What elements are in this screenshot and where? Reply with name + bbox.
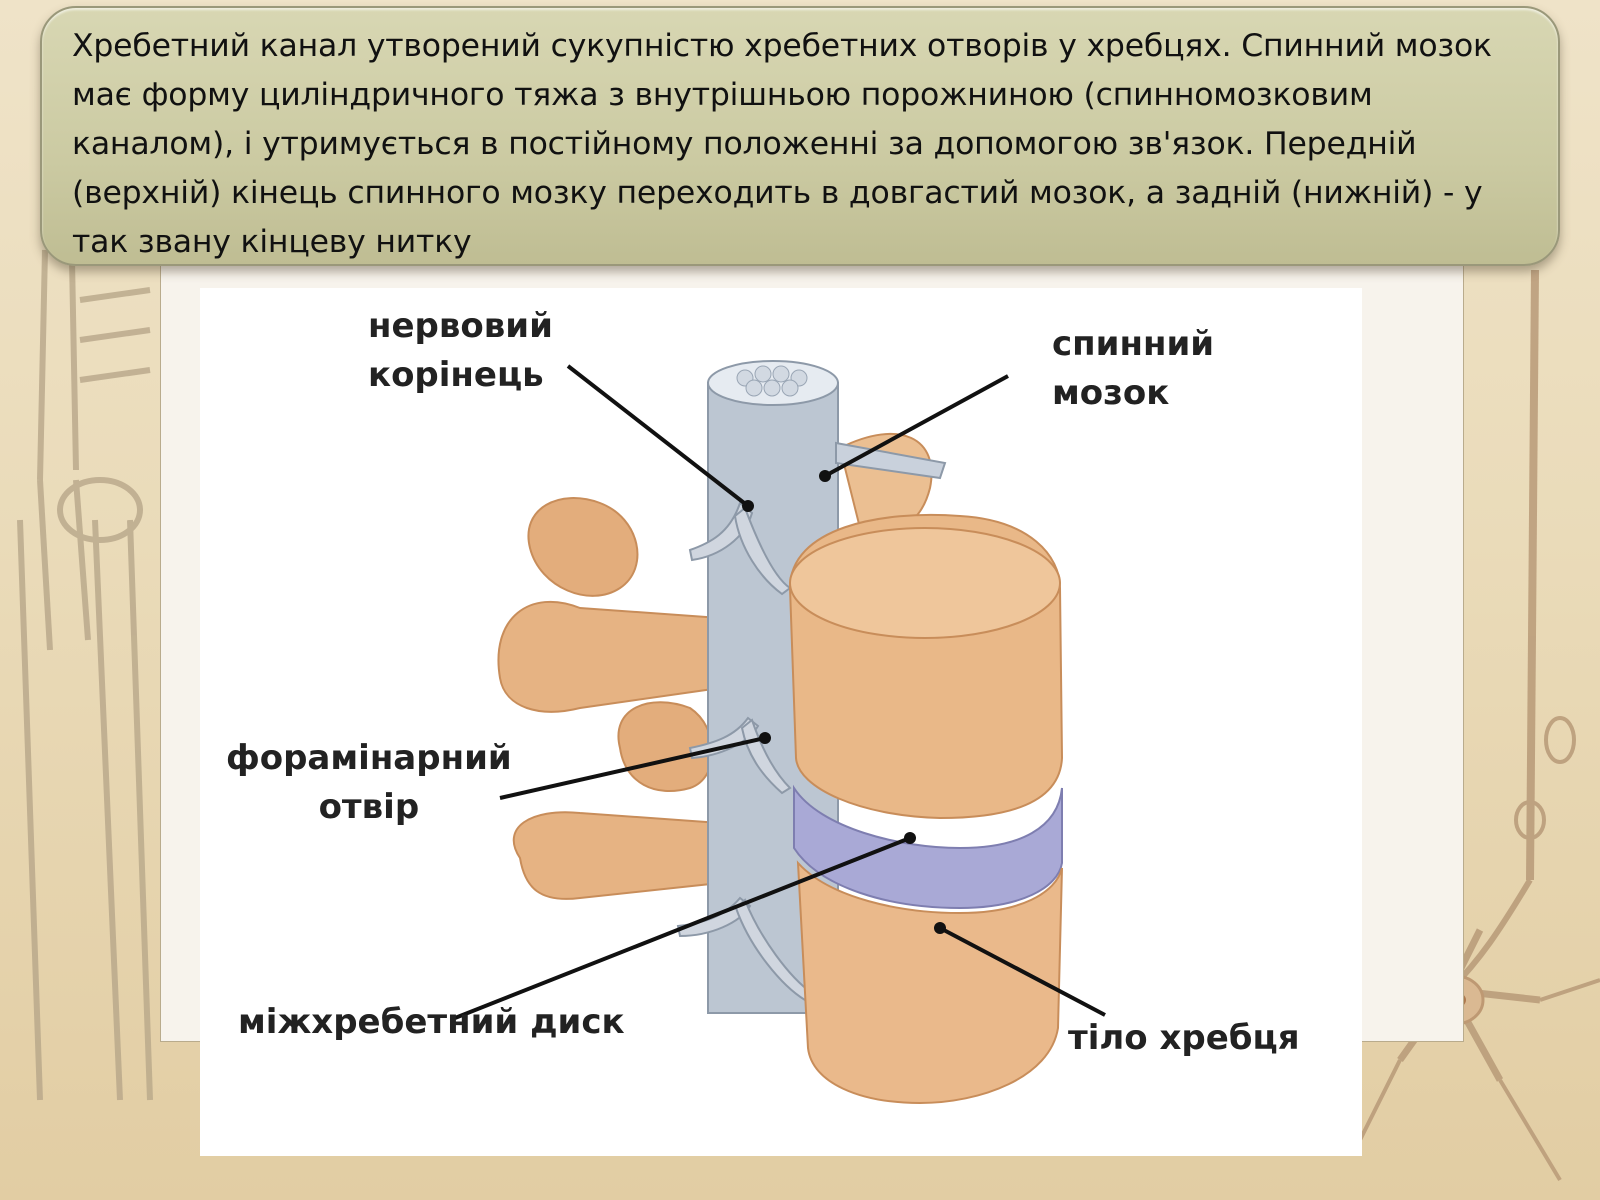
label-spinal-cord: спинний мозок	[1052, 324, 1215, 413]
leader-lines	[454, 364, 1106, 1020]
skeleton-illustration	[17, 249, 153, 1101]
intervertebral-disc	[793, 784, 1063, 910]
label-vertebral-body: тіло хребця	[1068, 1018, 1300, 1058]
spine-illustration	[454, 360, 1106, 1105]
caption-box: Хребетний канал утворений сукупністю хре…	[40, 6, 1560, 266]
vertebral-endplate-top	[789, 527, 1061, 639]
spine-diagram: нервовий корінець спинний мозок фораміна…	[200, 288, 1362, 1156]
caption-text: Хребетний канал утворений сукупністю хре…	[72, 28, 1492, 260]
transverse-process-upper	[527, 497, 639, 597]
leader-nerve-root	[566, 364, 750, 508]
leader-foramen	[499, 736, 766, 800]
label-intervertebral-disc: міжхребетний диск	[238, 1002, 625, 1042]
label-nerve-root: нервовий корінець	[368, 306, 553, 395]
nerve-root-right	[835, 441, 947, 480]
vertebral-body-lower	[796, 860, 1063, 1105]
leader-vertebral-body	[939, 926, 1106, 1017]
leader-disc	[454, 836, 911, 1020]
leader-spinal-cord	[824, 374, 1009, 478]
label-foramen: форамінарний отвір	[226, 738, 512, 827]
leader-dots	[742, 470, 946, 934]
